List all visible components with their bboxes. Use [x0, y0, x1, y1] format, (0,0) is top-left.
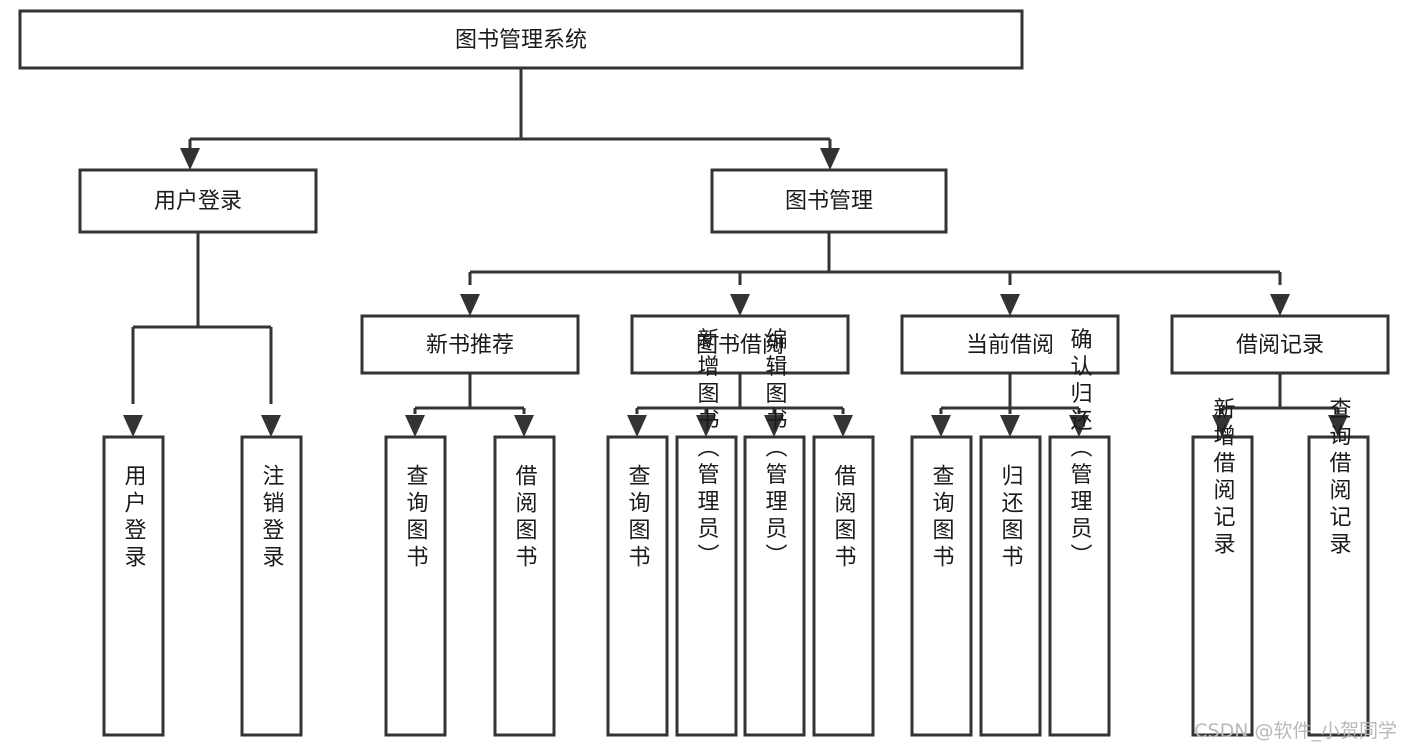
connector-borrow-to-leaves	[627, 373, 853, 437]
leaf-book-borrow-1-label: 新增图书（管理员）	[694, 328, 720, 571]
node-book-management-label: 图书管理	[785, 189, 873, 214]
leaf-new-book-1[interactable]: 借阅图书	[493, 435, 556, 737]
node-user-login-label: 用户登录	[154, 189, 242, 214]
leaf-borrow-record-1[interactable]: 查询借阅记录	[1307, 397, 1370, 737]
node-root[interactable]: 图书管理系统	[18, 9, 1024, 70]
node-new-book-recommend[interactable]: 新书推荐	[360, 314, 580, 375]
leaf-borrow-record-0[interactable]: 新增借阅记录	[1191, 397, 1254, 737]
leaf-book-borrow-0-label: 查询图书	[625, 464, 651, 572]
leaf-current-borrow-2[interactable]: 确认归还（管理员）	[1048, 328, 1111, 737]
node-book-borrow[interactable]: 图书借阅	[630, 314, 850, 375]
leaf-new-book-0[interactable]: 查询图书	[384, 435, 447, 737]
node-root-label: 图书管理系统	[455, 28, 587, 53]
connector-new-book-to-leaves	[405, 373, 534, 437]
leaf-book-borrow-2[interactable]: 编辑图书（管理员）	[743, 328, 806, 737]
leaf-book-borrow-3-label: 借阅图书	[831, 464, 857, 572]
node-book-management[interactable]: 图书管理	[710, 168, 948, 234]
node-user-login[interactable]: 用户登录	[78, 168, 318, 234]
leaf-current-borrow-1[interactable]: 归还图书	[979, 435, 1042, 737]
leaf-current-borrow-1-label: 归还图书	[998, 464, 1024, 572]
leaf-book-borrow-2-label: 编辑图书（管理员）	[762, 328, 788, 571]
connector-book-mgmt-to-level2	[460, 232, 1290, 316]
node-book-borrow-label: 图书借阅	[696, 333, 784, 358]
leaf-user-login-1-label: 注销登录	[259, 464, 285, 572]
leaf-book-borrow-1[interactable]: 新增图书（管理员）	[675, 328, 738, 737]
connector-root-to-level1	[180, 68, 840, 170]
node-borrow-record[interactable]: 借阅记录	[1170, 314, 1390, 375]
leaf-borrow-record-1-label: 查询借阅记录	[1326, 397, 1352, 559]
leaf-user-login-1[interactable]: 注销登录	[240, 435, 303, 737]
leaf-current-borrow-0[interactable]: 查询图书	[910, 435, 973, 737]
connector-records-to-leaves	[1212, 373, 1348, 437]
leaf-user-login-0[interactable]: 用户登录	[102, 435, 165, 737]
node-borrow-record-label: 借阅记录	[1236, 333, 1324, 358]
leaf-book-borrow-3[interactable]: 借阅图书	[812, 435, 875, 737]
connector-user-login-to-leaves	[123, 232, 281, 437]
connector-current-borrow-to-leaves	[931, 373, 1089, 437]
leaf-new-book-0-label: 查询图书	[403, 464, 429, 572]
leaf-borrow-record-0-label: 新增借阅记录	[1210, 397, 1236, 559]
leaf-user-login-0-label: 用户登录	[121, 464, 147, 572]
node-current-borrow-label: 当前借阅	[966, 333, 1054, 358]
leaf-current-borrow-2-label: 确认归还（管理员）	[1067, 328, 1093, 571]
leaf-current-borrow-0-label: 查询图书	[929, 464, 955, 572]
node-current-borrow[interactable]: 当前借阅	[900, 314, 1120, 375]
node-new-book-recommend-label: 新书推荐	[426, 333, 514, 358]
leaf-book-borrow-0[interactable]: 查询图书	[606, 435, 669, 737]
leaf-new-book-1-label: 借阅图书	[512, 464, 538, 572]
